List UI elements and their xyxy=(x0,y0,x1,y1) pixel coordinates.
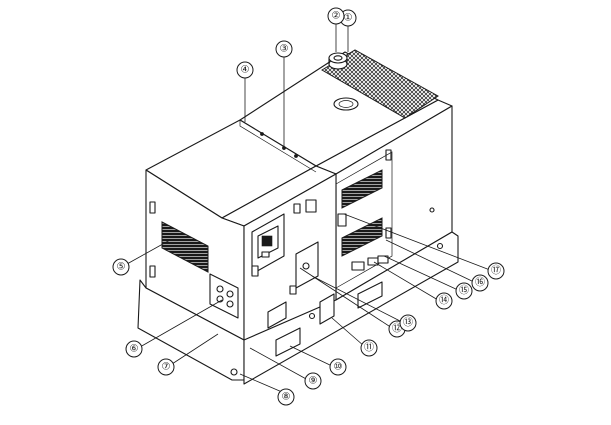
callout-3-label: ③ xyxy=(280,44,289,55)
callout-17-leader xyxy=(343,213,491,271)
base-front xyxy=(243,231,459,385)
callout-4-circle xyxy=(236,61,254,79)
callout-14-leader xyxy=(373,261,439,301)
output-panel xyxy=(209,273,239,319)
callout-1-label: ① xyxy=(344,13,353,24)
front-enclosure xyxy=(145,119,389,353)
callout-11-label: ⑪ xyxy=(364,342,374,354)
rear-enclosure xyxy=(239,49,453,301)
callout-9-label: ⑨ xyxy=(309,376,318,387)
callout-5-circle xyxy=(112,258,130,276)
callout-5-leader xyxy=(126,239,171,265)
callout-7-circle xyxy=(157,358,175,376)
callout-13-circle xyxy=(399,314,417,332)
rear-lower-louver xyxy=(341,217,383,257)
rear-upper-louver xyxy=(341,169,383,209)
callout-15-label: ⑮ xyxy=(459,285,469,297)
control-switch xyxy=(351,261,365,271)
callout-10-circle xyxy=(329,358,347,376)
callout-7-label: ⑦ xyxy=(162,362,171,373)
callout-9-circle xyxy=(304,372,322,390)
callout-2-circle xyxy=(327,7,345,25)
callout-8-leader xyxy=(239,373,283,393)
callout-10-label: ⑩ xyxy=(334,362,343,373)
callout-17-circle xyxy=(487,262,505,280)
callout-13-leader xyxy=(311,275,403,323)
callout-11-leader xyxy=(331,317,365,347)
callout-8-circle xyxy=(277,388,295,406)
callout-14-circle xyxy=(435,292,453,310)
callout-9-leader xyxy=(249,347,309,381)
callout-12-label: ⑫ xyxy=(392,323,402,335)
callout-11-circle xyxy=(360,339,378,357)
callout-4-label: ④ xyxy=(241,65,250,76)
callout-10-leader xyxy=(289,345,333,367)
callout-15-circle xyxy=(455,282,473,300)
callout-5-label: ⑤ xyxy=(117,262,126,273)
callout-7-leader xyxy=(171,333,219,365)
callout-2-label: ② xyxy=(332,11,341,22)
callout-8-label: ⑧ xyxy=(282,392,291,403)
callout-15-leader xyxy=(383,255,459,291)
control-panel xyxy=(251,213,285,275)
callout-6-circle xyxy=(125,340,143,358)
callout-16-label: ⑯ xyxy=(475,277,485,289)
callout-6-label: ⑥ xyxy=(130,344,139,355)
callout-6-leader xyxy=(139,299,223,348)
fuel-filler-cap xyxy=(333,97,359,111)
callout-14-label: ⑭ xyxy=(439,295,449,307)
callout-16-circle xyxy=(471,274,489,292)
callout-17-label: ⑰ xyxy=(491,265,501,277)
callout-3-circle xyxy=(275,40,293,58)
left-air-louver xyxy=(161,221,209,273)
callout-16-leader xyxy=(385,239,475,283)
base-frame xyxy=(137,231,459,385)
callouts: ① ② ③ ④ ⑤ ⑥ ⑦ ⑧ ⑨ ⑩ xyxy=(112,7,505,406)
callout-13-label: ⑬ xyxy=(403,317,413,329)
